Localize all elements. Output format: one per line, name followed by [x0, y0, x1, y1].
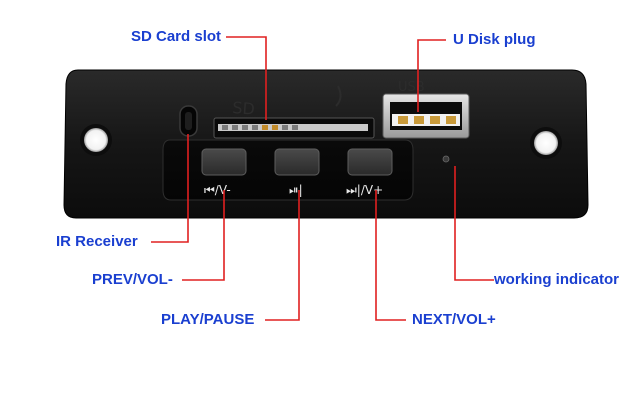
- label-play-pause: PLAY/PAUSE: [161, 311, 255, 328]
- silk-sd-text: SD: [232, 98, 256, 119]
- usb-port-icon: [382, 93, 470, 139]
- leader-play-pause: [265, 190, 300, 321]
- label-sd-card-slot: SD Card slot: [131, 28, 222, 45]
- sd-card-slot-icon: [213, 117, 375, 139]
- leader-prev-vol: [182, 190, 225, 281]
- mounting-hole-right: [530, 127, 562, 159]
- next-vol-button-caption: ⏭|/V+: [346, 183, 383, 197]
- leader-ir-receiver: [151, 134, 189, 243]
- leader-sd-card-slot: [226, 36, 267, 120]
- leader-u-disk-plug: [417, 39, 446, 112]
- label-ir-receiver: IR Receiver: [56, 233, 138, 250]
- next-vol-button-shape: [347, 148, 393, 176]
- label-working-indicator: working indicator: [494, 271, 620, 288]
- prev-vol-button-caption: ⏮/V-: [204, 183, 231, 197]
- label-next-vol: NEXT/VOL+: [412, 311, 496, 328]
- prev-vol-button-shape: [201, 148, 247, 176]
- label-u-disk-plug: U Disk plug: [453, 31, 536, 48]
- label-prev-vol: PREV/VOL-: [92, 271, 173, 288]
- leader-working-indicator: [454, 166, 494, 281]
- leader-lines: [151, 36, 494, 321]
- play-pause-button-caption: ⏯|: [289, 183, 303, 197]
- leader-next-vol: [375, 190, 406, 321]
- mounting-hole-left: [80, 124, 112, 156]
- silk-usb-text: USB: [398, 80, 425, 95]
- ir-receiver-icon: [179, 105, 198, 137]
- play-pause-button-shape: [274, 148, 320, 176]
- working-indicator-led-icon: [442, 155, 450, 163]
